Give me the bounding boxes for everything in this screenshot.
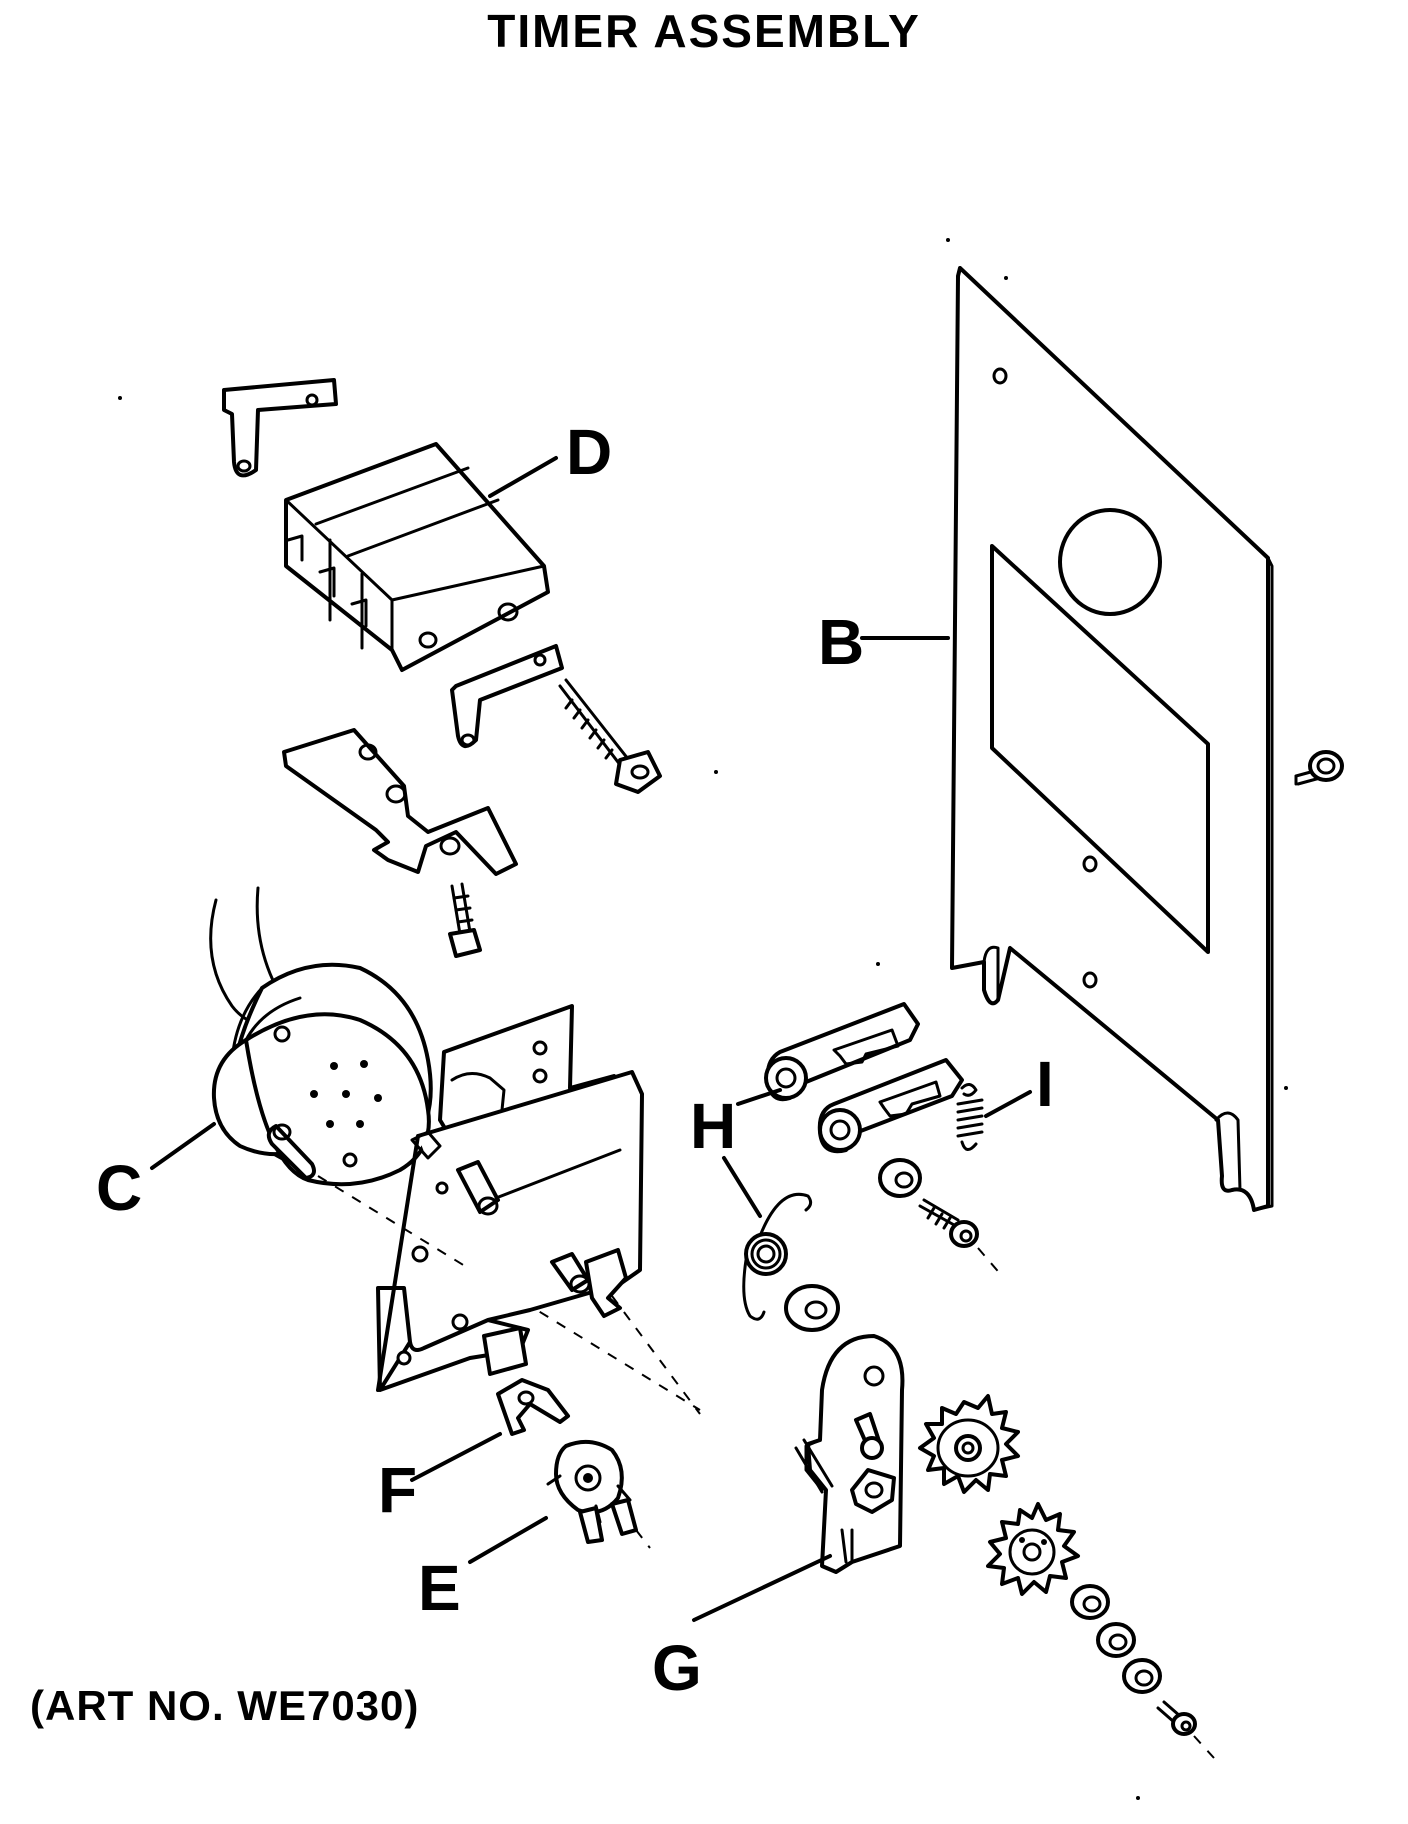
callout-d: D [566,416,612,488]
leader-lines [150,456,1032,1622]
actuator-lever-upper [764,1002,920,1102]
part-f-clip [496,1378,570,1436]
scan-specks [118,238,1288,1800]
callout-f: F [378,1454,417,1526]
callout-labels: B C D E F G H I [96,416,1054,1704]
timer-frame [376,1004,701,1415]
part-h-torsion-spring [742,1193,813,1321]
callout-i: I [1036,1048,1054,1120]
part-i-extension-spring [956,1083,984,1151]
diagram-title: TIMER ASSEMBLY [487,5,921,57]
plate-screw [1294,750,1344,786]
washer-h [784,1284,840,1332]
leader-h-lever [736,1088,782,1106]
leader-g [692,1554,832,1622]
bracket-screw [448,882,482,958]
lever-spacer [878,1158,922,1198]
part-c-timer-motor [209,886,433,1187]
actuator-lever-lower [817,1058,964,1154]
callout-c: C [96,1152,142,1224]
part-b-mounting-plate [950,266,1274,1212]
leader-h-spring [722,1156,762,1218]
leader-d [488,456,558,498]
leader-f [410,1432,502,1482]
callout-h: H [690,1090,736,1162]
washer-stack [1070,1584,1162,1694]
gear-screw [1156,1700,1215,1759]
callout-b: B [818,606,864,678]
switch-long-screw [558,678,662,794]
lever-screw [918,1198,1003,1277]
ratchet-gear-large [918,1394,1020,1494]
leader-c [150,1122,216,1170]
ratchet-gear-small [986,1502,1080,1596]
leader-e [468,1516,548,1564]
part-g-ratchet-lever [794,1334,905,1574]
switch-bracket-lower [450,644,564,748]
switch-mounting-bracket [282,728,518,876]
part-e-cam-knob [546,1439,651,1549]
leader-i [984,1090,1032,1118]
callout-g: G [652,1632,702,1704]
part-d-switch-block [222,378,550,672]
callout-e: E [418,1552,461,1624]
art-number: (ART NO. WE7030) [30,1682,420,1729]
